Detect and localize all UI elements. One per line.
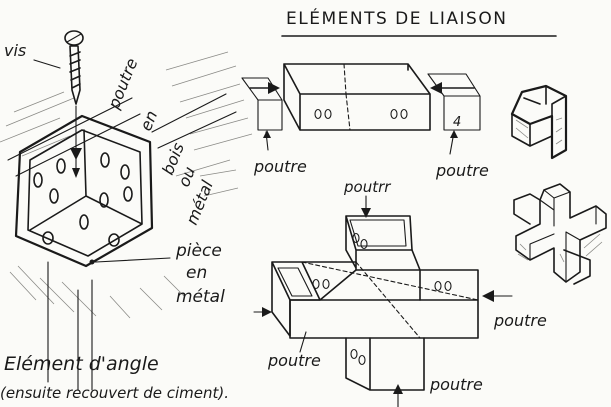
beam-label-word: poutre bbox=[104, 55, 142, 112]
arrow-down bbox=[361, 208, 371, 218]
connector-hole bbox=[390, 108, 398, 120]
connector-hole bbox=[312, 278, 320, 290]
straight-left-label: poutre bbox=[253, 157, 307, 176]
connector-hole bbox=[352, 232, 360, 244]
arrow-up bbox=[393, 384, 403, 394]
corner-caption-line1: Elément d'angle bbox=[4, 353, 159, 375]
plate-hole bbox=[108, 233, 120, 247]
screw-thread bbox=[69, 45, 81, 105]
connector-hole bbox=[434, 280, 442, 292]
metal-plate-outline bbox=[14, 114, 154, 268]
leader-dot bbox=[89, 259, 95, 265]
screw-head bbox=[64, 30, 84, 46]
cross-right-label: poutre bbox=[493, 311, 547, 330]
plate-hole bbox=[120, 164, 130, 180]
connector-hole bbox=[360, 238, 368, 250]
plate-hole bbox=[99, 192, 109, 208]
plate-label-word: métal bbox=[176, 287, 225, 307]
screw-label: vis bbox=[4, 41, 26, 60]
screw bbox=[64, 30, 84, 178]
cross-center bbox=[289, 249, 479, 339]
plate-hole bbox=[33, 172, 43, 188]
connector-hole bbox=[322, 278, 330, 290]
connector-hole bbox=[358, 354, 366, 366]
straight-right-label: poutre bbox=[435, 161, 489, 180]
cross-connector-sketch bbox=[513, 183, 607, 285]
beam-label: poutre en bois ou métal bbox=[104, 55, 217, 227]
plate-label-word: pièce bbox=[175, 241, 222, 261]
straight-connector: 4 poutre poutre bbox=[241, 63, 489, 180]
cross-left-arm bbox=[271, 261, 357, 337]
right-beam-stub bbox=[427, 73, 481, 131]
cross-top-label: poutrr bbox=[343, 178, 391, 196]
arrow-right bbox=[262, 307, 272, 317]
plate-label-word: en bbox=[186, 263, 207, 283]
corner-element: vis poutre en bois ou métal pièce en mét… bbox=[0, 30, 253, 402]
connector-hole bbox=[324, 108, 332, 120]
plate-holes bbox=[33, 152, 133, 247]
angle-connector-sketch bbox=[510, 84, 568, 160]
connector-hole bbox=[444, 280, 452, 292]
plate-label: pièce en métal bbox=[175, 241, 225, 307]
cross-connector: poutrr poutre poutre poutre bbox=[253, 178, 547, 407]
straight-box bbox=[283, 63, 431, 131]
plate-hole bbox=[56, 158, 66, 174]
corner-caption-line2: (ensuite recouvert de ciment). bbox=[0, 384, 229, 402]
stub-mark: 4 bbox=[453, 115, 461, 130]
plate-hole bbox=[123, 186, 133, 202]
arrow-left bbox=[430, 82, 442, 94]
left-beam-stub bbox=[241, 77, 283, 131]
connector-hole bbox=[314, 108, 322, 120]
cross-bottom-arm bbox=[345, 337, 425, 391]
cross-bottom-label: poutre bbox=[429, 375, 483, 394]
shading-hatch bbox=[0, 51, 253, 319]
plate-hole bbox=[79, 214, 89, 230]
beam-edge-lines bbox=[7, 93, 237, 391]
arrow-left bbox=[482, 290, 494, 302]
metal-plate-inner-fold bbox=[27, 129, 143, 257]
connector-hole bbox=[350, 348, 358, 360]
straight-holes bbox=[314, 108, 408, 120]
plate-hole bbox=[100, 152, 110, 168]
plate-hole bbox=[42, 231, 54, 245]
cross-left-label: poutre bbox=[267, 351, 321, 370]
plate-hole bbox=[49, 188, 59, 204]
connector-hole bbox=[400, 108, 408, 120]
arrow-right bbox=[268, 82, 280, 94]
page-title: ELÉMENTS DE LIAISON bbox=[286, 7, 507, 29]
cross-holes bbox=[312, 232, 452, 366]
title-group: ELÉMENTS DE LIAISON bbox=[281, 7, 557, 37]
